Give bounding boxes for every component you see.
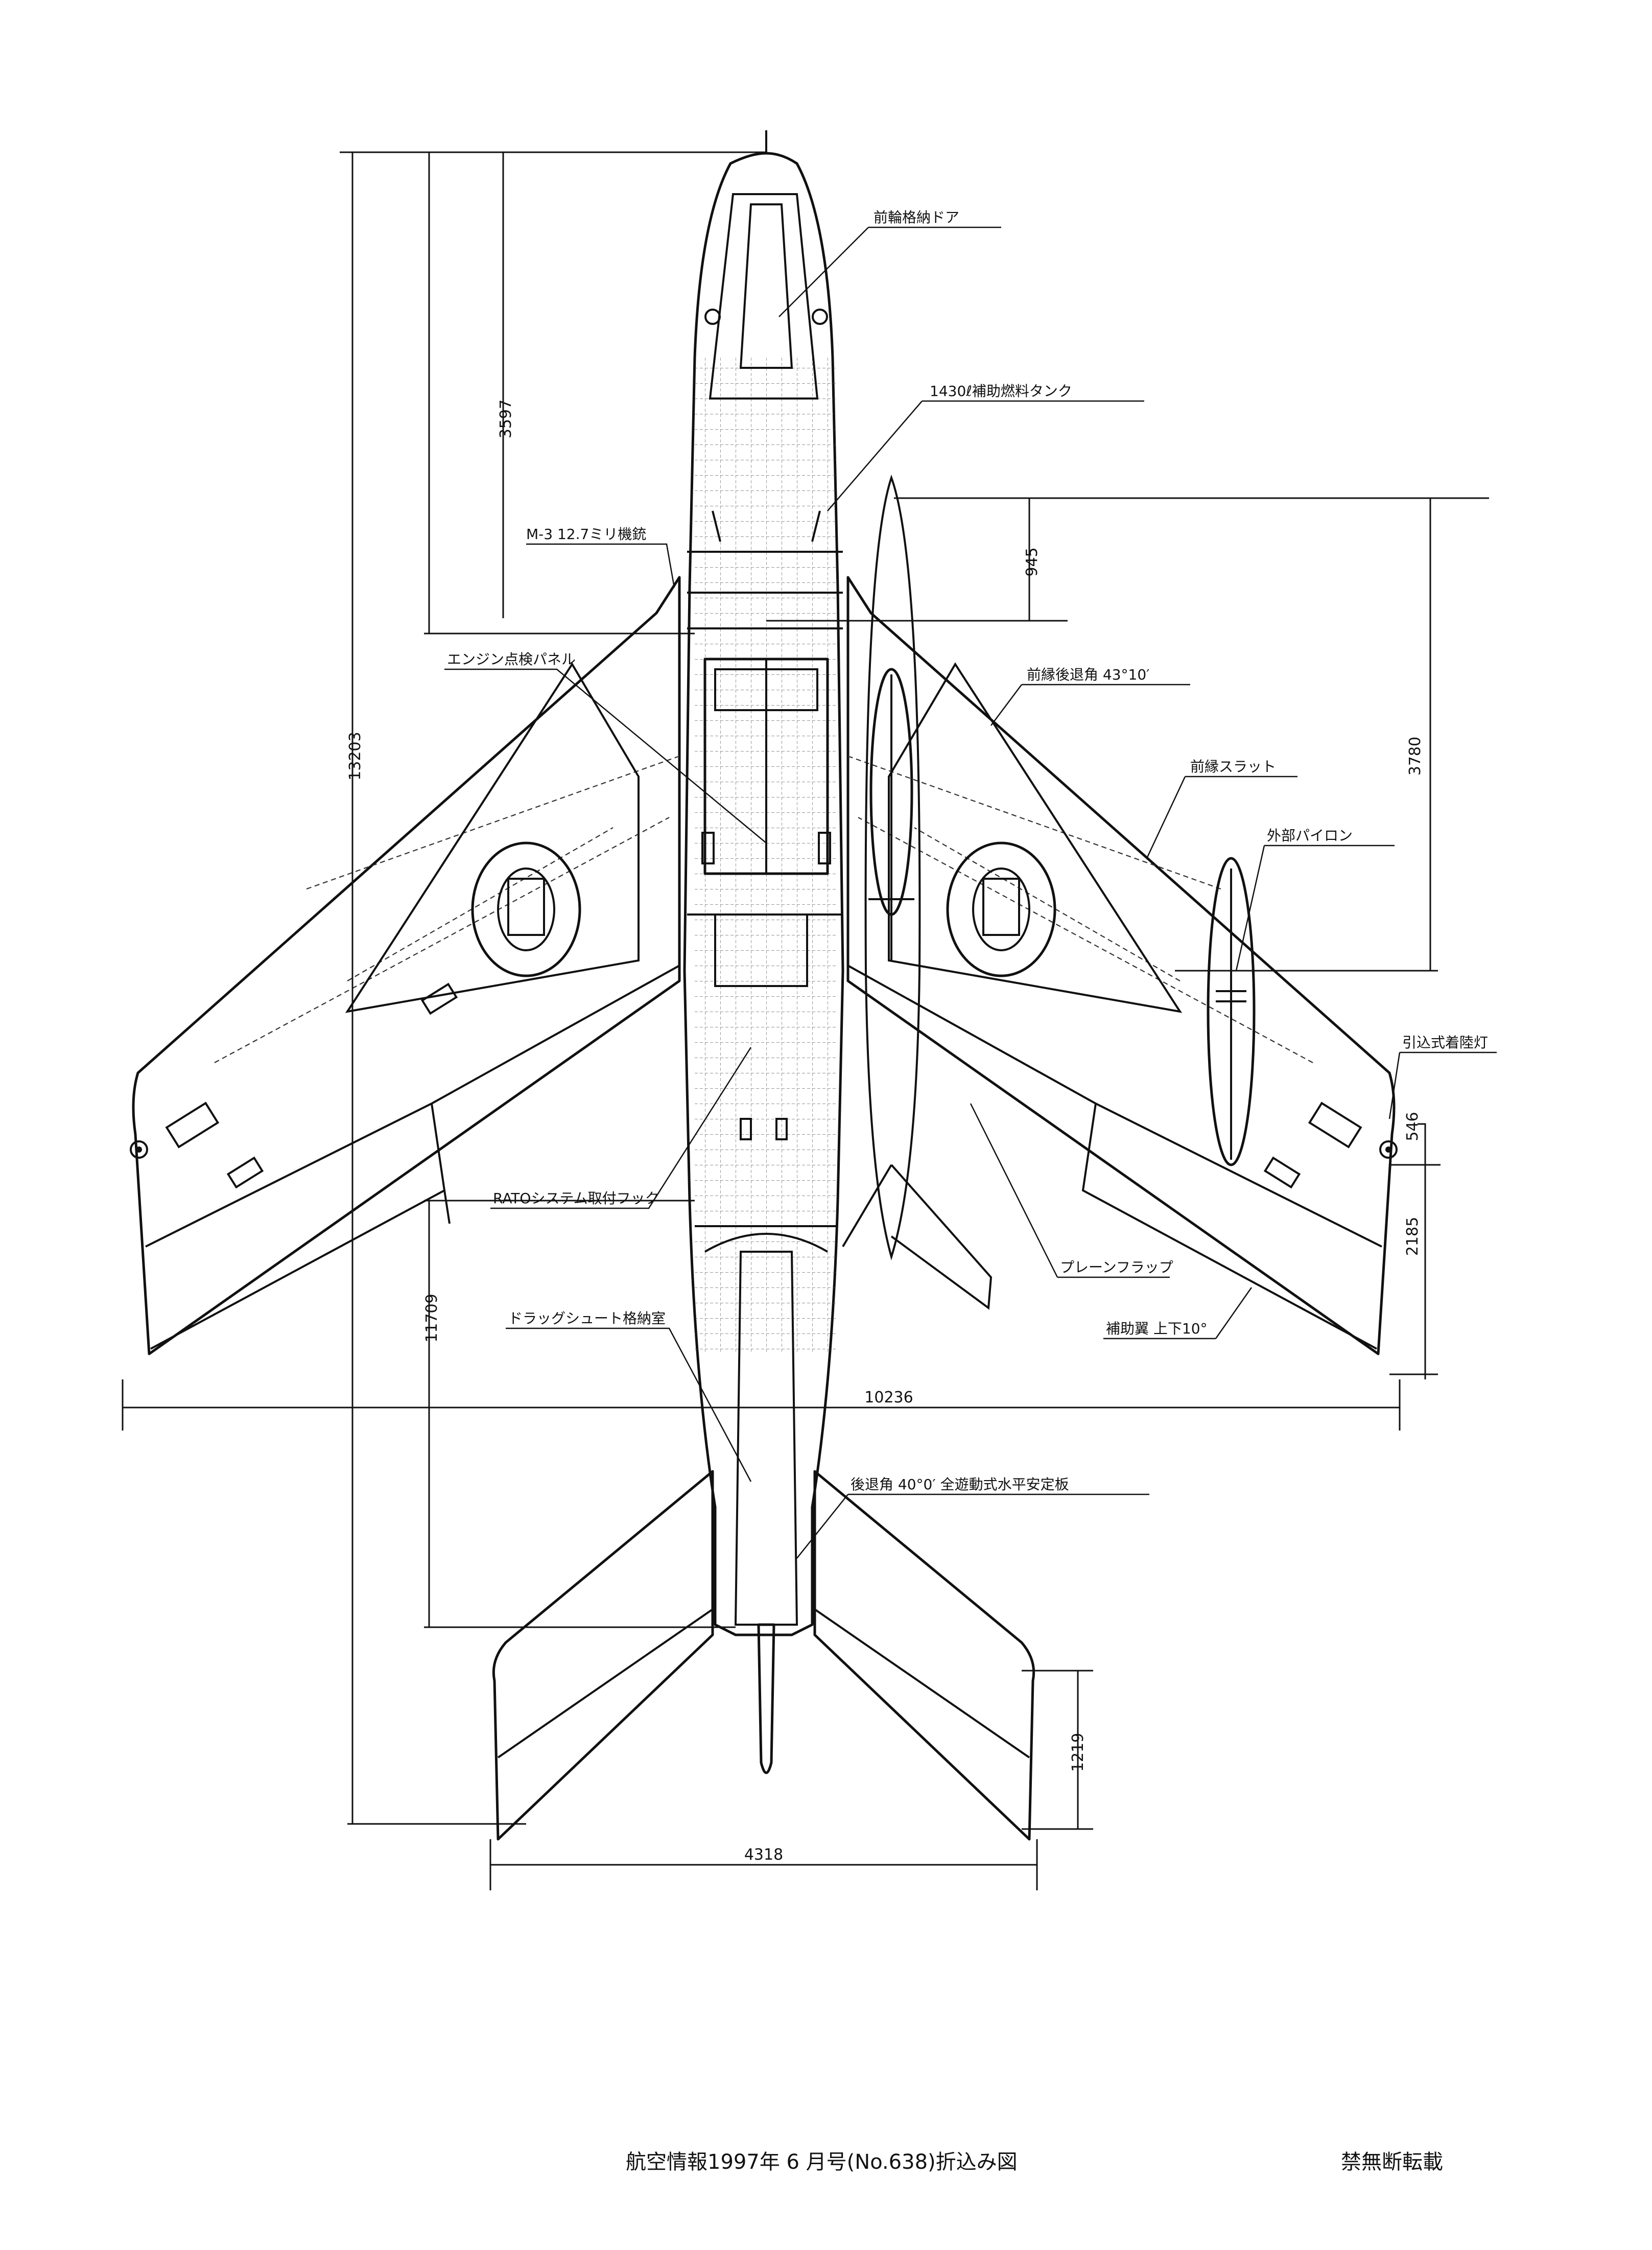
footer-notice: 禁無断転載 <box>1341 2150 1443 2174</box>
dim-945: 945 <box>1023 547 1041 576</box>
label-rato: RATOシステム取付フック <box>493 1190 659 1207</box>
label-drag-chute: ドラッグシュート格納室 <box>508 1310 666 1327</box>
dim-4318: 4318 <box>744 1846 783 1864</box>
label-slat: 前縁スラット <box>1190 758 1276 775</box>
annotations: 前輪格納ドア 1430ℓ補助燃料タンク M-3 12.7ミリ機銃 エンジン点検パ… <box>447 209 1488 1493</box>
fuselage <box>683 130 844 1774</box>
label-nose-gear-door: 前輪格納ドア <box>874 209 959 226</box>
left-wing <box>130 576 681 1355</box>
dim-11709: 11709 <box>423 1294 441 1342</box>
footer: 航空情報1997年 6 月号(No.638)折込み図 禁無断転載 <box>626 2150 1443 2174</box>
drop-tank <box>842 474 993 1310</box>
dim-546: 546 <box>1404 1112 1422 1141</box>
label-nav-light: 引込式着陸灯 <box>1402 1034 1488 1051</box>
dim-2185: 2185 <box>1404 1217 1422 1256</box>
dim-3780: 3780 <box>1406 737 1424 776</box>
dimension-lines <box>122 151 1489 1890</box>
dim-13203: 13203 <box>346 732 364 780</box>
label-le-sweep: 前縁後退角 43°10′ <box>1027 666 1150 683</box>
label-stabilizer: 後退角 40°0′ 全遊動式水平安定板 <box>851 1476 1069 1493</box>
horizontal-stabilizers <box>492 1470 1035 1841</box>
dim-3597: 3597 <box>497 400 515 438</box>
dimension-labels: 3597 13203 945 3780 546 2185 11709 10236… <box>346 400 1424 1864</box>
dim-1219: 1219 <box>1069 1733 1087 1772</box>
label-pylon: 外部パイロン <box>1267 827 1353 844</box>
label-flap: プレーンフラップ <box>1060 1259 1173 1276</box>
label-engine-panel: エンジン点検パネル <box>447 651 576 668</box>
leader-lines <box>444 226 1497 1559</box>
footer-source: 航空情報1997年 6 月号(No.638)折込み図 <box>626 2150 1018 2174</box>
right-wing <box>846 576 1398 1355</box>
label-gun: M-3 12.7ミリ機銃 <box>526 526 646 543</box>
label-drop-tank: 1430ℓ補助燃料タンク <box>930 383 1072 400</box>
label-aileron: 補助翼 上下10° <box>1106 1320 1208 1337</box>
dim-10236: 10236 <box>864 1389 913 1407</box>
